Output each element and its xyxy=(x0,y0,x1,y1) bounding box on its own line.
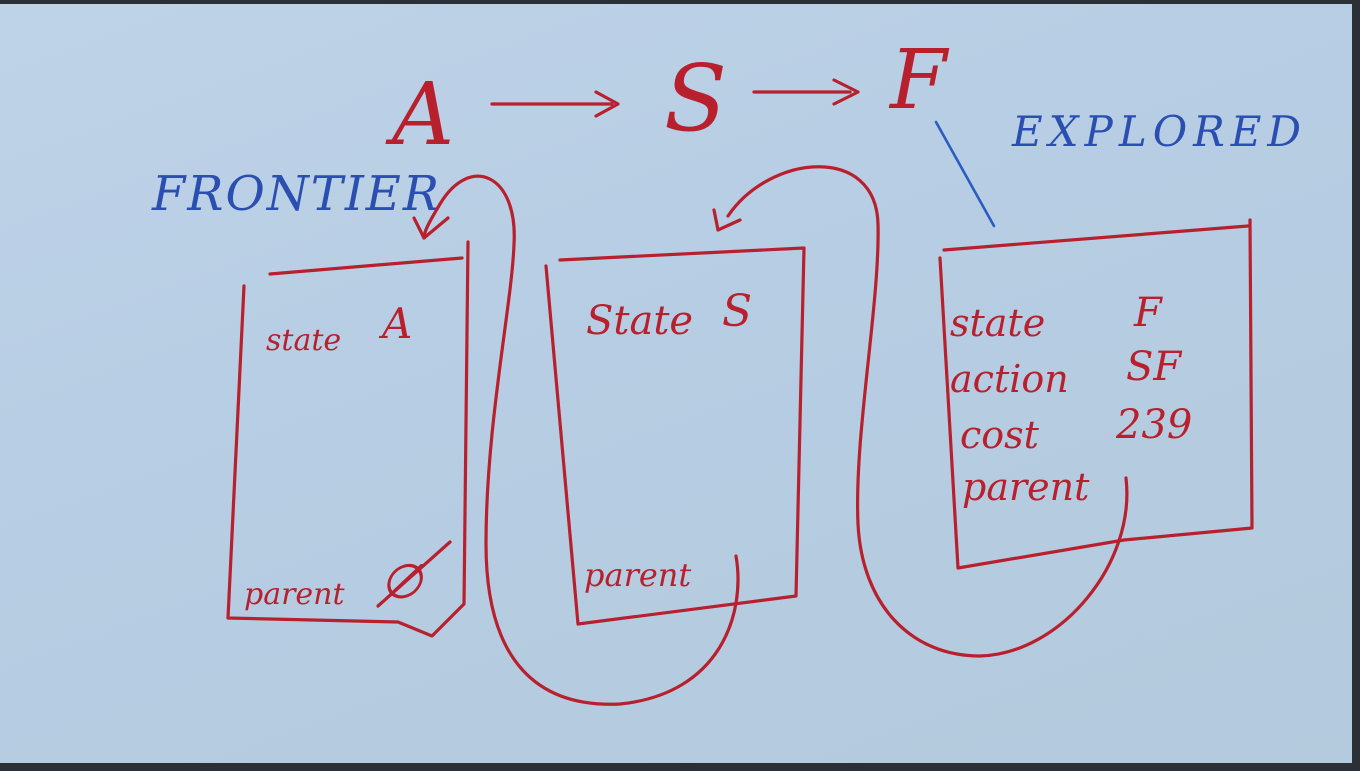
explored-label: EXPLORED xyxy=(1011,107,1307,156)
parent-arrowhead-a xyxy=(412,216,450,240)
null-slash xyxy=(376,540,452,608)
node-box-s: State S parent xyxy=(544,246,806,626)
parent-arrowhead-s xyxy=(712,208,742,232)
node-f-state-label: state xyxy=(950,301,1045,345)
sequence-arrow-s-f xyxy=(752,78,860,106)
parent-pointer-f-to-s xyxy=(726,165,1129,658)
node-a-parent-null: ∅ xyxy=(380,554,424,610)
node-f-action-value: SF xyxy=(1126,344,1182,390)
node-f-parent-label: parent xyxy=(962,465,1090,509)
sequence-node-a: A xyxy=(385,65,454,165)
node-box-a: state A parent ∅ xyxy=(226,240,470,638)
node-a-parent-label: parent xyxy=(244,577,346,612)
sequence-arrow-a-s xyxy=(490,90,620,118)
diagram-canvas: A S F FRONTIER EXPLORED state A parent ∅… xyxy=(151,33,1307,706)
node-s-state-value: S xyxy=(722,286,752,337)
node-a-state-label: state xyxy=(266,323,341,358)
explored-pointer-line xyxy=(934,120,996,228)
sequence-node-f: F xyxy=(888,33,950,128)
node-s-state-label: State xyxy=(586,298,693,344)
node-f-cost-value: 239 xyxy=(1115,402,1192,448)
frontier-label: FRONTIER xyxy=(151,166,441,222)
parent-pointer-s-to-a xyxy=(422,174,740,706)
node-f-state-value: F xyxy=(1133,290,1163,336)
node-a-state-value: A xyxy=(378,299,412,348)
node-f-cost-label: cost xyxy=(960,413,1040,457)
node-box-f: state F action SF cost 239 parent xyxy=(938,218,1254,570)
node-s-parent-label: parent xyxy=(584,556,691,594)
node-f-action-label: action xyxy=(950,357,1069,401)
sequence-node-s: S xyxy=(664,45,727,152)
